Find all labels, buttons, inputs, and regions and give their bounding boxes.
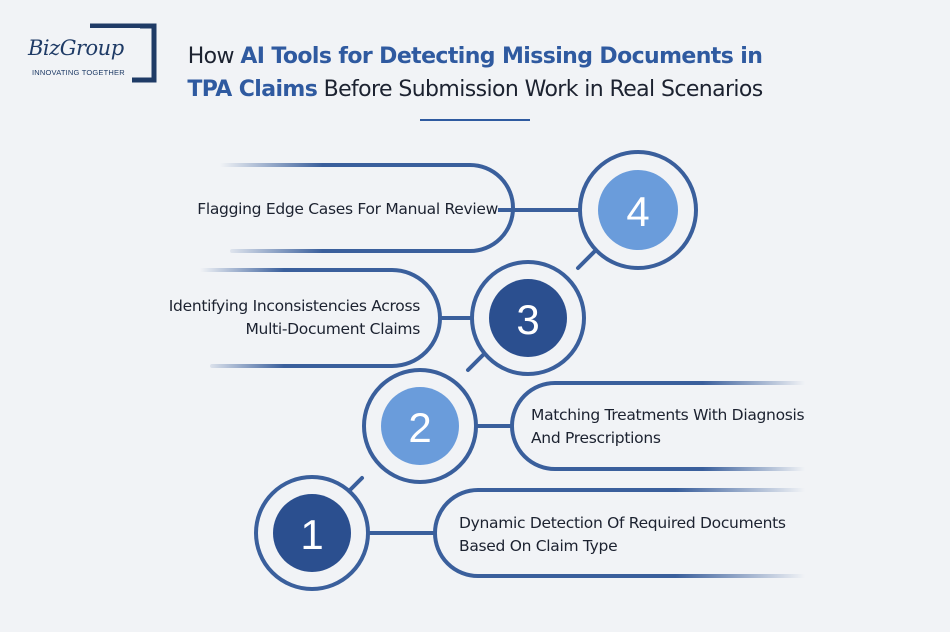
logo-name: BizGroup [28,36,124,60]
step-1: 1 [254,475,807,591]
title-part2: Before Submission Work in Real Scenarios [317,77,764,102]
step-3: 3 [198,260,586,376]
step-3-number: 3 [516,296,539,343]
step-2-label-line-1: Matching Treatments With Diagnosis [531,406,805,424]
step-2: 2 [362,368,807,484]
logo-tagline: INNOVATING TOGETHER [32,68,125,77]
step-3-frame [198,268,442,368]
title-part1: How [187,44,241,69]
step-2-number: 2 [408,404,431,451]
bizgroup-logo: BizGroup INNOVATING TOGETHER [20,22,160,84]
page-title: How AI Tools for Detecting Missing Docum… [165,40,785,106]
step-3-badge [489,279,567,357]
step-2-label-line-2: And Prescriptions [531,429,661,447]
step-3-label: Identifying Inconsistencies Across Multi… [100,295,421,341]
step-4-number: 4 [626,188,649,235]
title-underline [420,119,530,121]
step-1-label: Dynamic Detection Of Required Documents … [459,512,859,558]
step-3-label-line-1: Identifying Inconsistencies Across [168,297,421,315]
step-2-frame [510,381,807,471]
step-1-badge [273,494,351,572]
step-4-label: Flagging Edge Cases For Manual Review [120,198,498,221]
step-3-label-line-2: Multi-Document Claims [245,320,420,338]
step-2-badge [381,387,459,465]
step-4-label-line-1: Flagging Edge Cases For Manual Review [197,200,498,218]
step-1-label-line-2: Based On Claim Type [459,537,618,555]
step-1-number: 1 [300,511,323,558]
step-1-label-line-1: Dynamic Detection Of Required Documents [459,514,786,532]
step-4: 4 [218,150,698,270]
step-2-label: Matching Treatments With Diagnosis And P… [531,404,861,450]
step-4-badge [598,170,678,250]
title-highlight: AI Tools for Detecting Missing Documents… [187,44,763,102]
